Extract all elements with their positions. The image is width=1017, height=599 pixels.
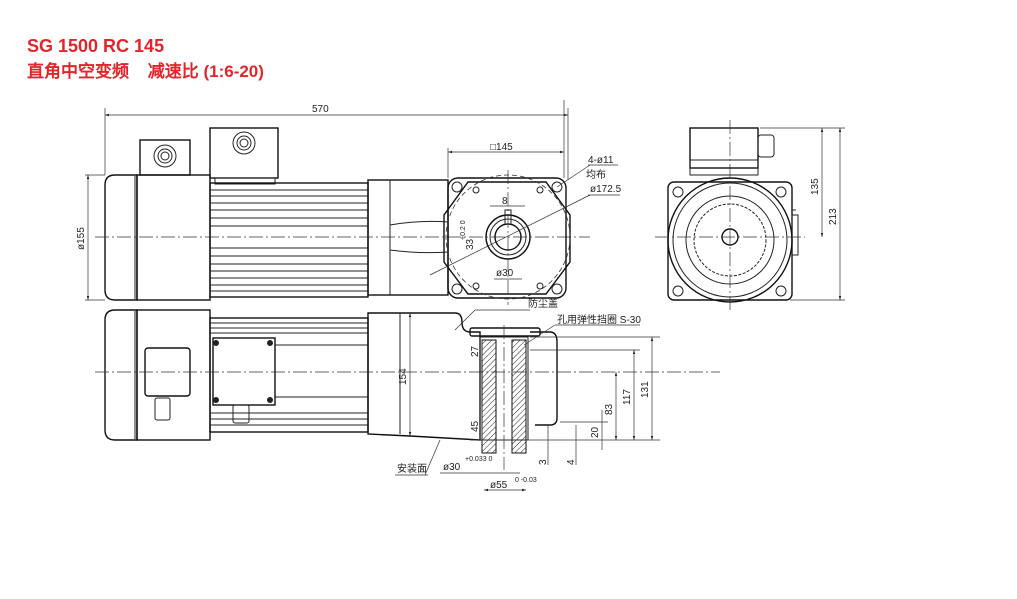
motor-end xyxy=(136,174,211,301)
label-mounting-face: 安装面 xyxy=(397,462,427,475)
dim-holes-note: 均布 xyxy=(586,169,606,181)
dim-key-tol: +0.2 0 xyxy=(460,220,467,240)
dim-motor-dia: ø155 xyxy=(76,227,87,250)
dim-height-135: 135 xyxy=(810,178,821,195)
dim-45: 45 xyxy=(470,420,481,432)
dim-pcd: ø172.5 xyxy=(590,184,622,195)
dim-bore-fit-tol: +0.033 0 xyxy=(465,456,493,463)
dim-length: 570 xyxy=(312,104,329,115)
dim-20: 20 xyxy=(590,426,601,438)
top-view: 570 ø155 □145 8 xyxy=(76,100,622,305)
dim-key-height: 33 xyxy=(465,238,476,250)
dim-height-213: 213 xyxy=(828,208,839,225)
dim-hub-dia: ø55 xyxy=(490,480,508,491)
dim-flange-square: □145 xyxy=(490,142,513,153)
end-view: 135 213 xyxy=(655,120,845,310)
subtitle-type: 直角中空变频 xyxy=(27,62,129,81)
dim-4: 4 xyxy=(566,459,577,465)
dim-3: 3 xyxy=(538,459,549,465)
cable-box xyxy=(139,139,191,176)
subtitle-ratio: 减速比 (1:6-20) xyxy=(147,62,264,81)
dim-bore: ø30 xyxy=(496,268,514,279)
motor-fins xyxy=(209,182,369,298)
subtitle: 直角中空变频 减速比 (1:6-20) xyxy=(27,57,278,82)
bottom-view: 154 131 117 83 20 3 4 27 45 防尘盖 孔用弹性挡圈 S… xyxy=(95,297,720,492)
fan-cover xyxy=(104,174,138,301)
label-circlip: 孔用弹性挡圈 S-30 xyxy=(557,313,641,326)
end-terminal-box xyxy=(689,127,759,169)
dim-key-width: 8 xyxy=(502,196,508,207)
dim-hub-tol: 0 -0.03 xyxy=(515,477,537,484)
dim-holes: 4-ø11 xyxy=(588,155,614,166)
dim-117: 117 xyxy=(622,389,633,405)
dim-83: 83 xyxy=(604,403,615,415)
dim-131: 131 xyxy=(640,381,651,398)
dim-bore-fit: ø30 xyxy=(443,462,461,473)
dim-27: 27 xyxy=(470,345,481,357)
model-title: SG 1500 RC 145 xyxy=(27,36,165,56)
label-dust-cover: 防尘盖 xyxy=(528,297,558,310)
flange xyxy=(447,177,567,299)
dim-height-154: 154 xyxy=(398,368,409,385)
gear-housing xyxy=(367,179,449,296)
